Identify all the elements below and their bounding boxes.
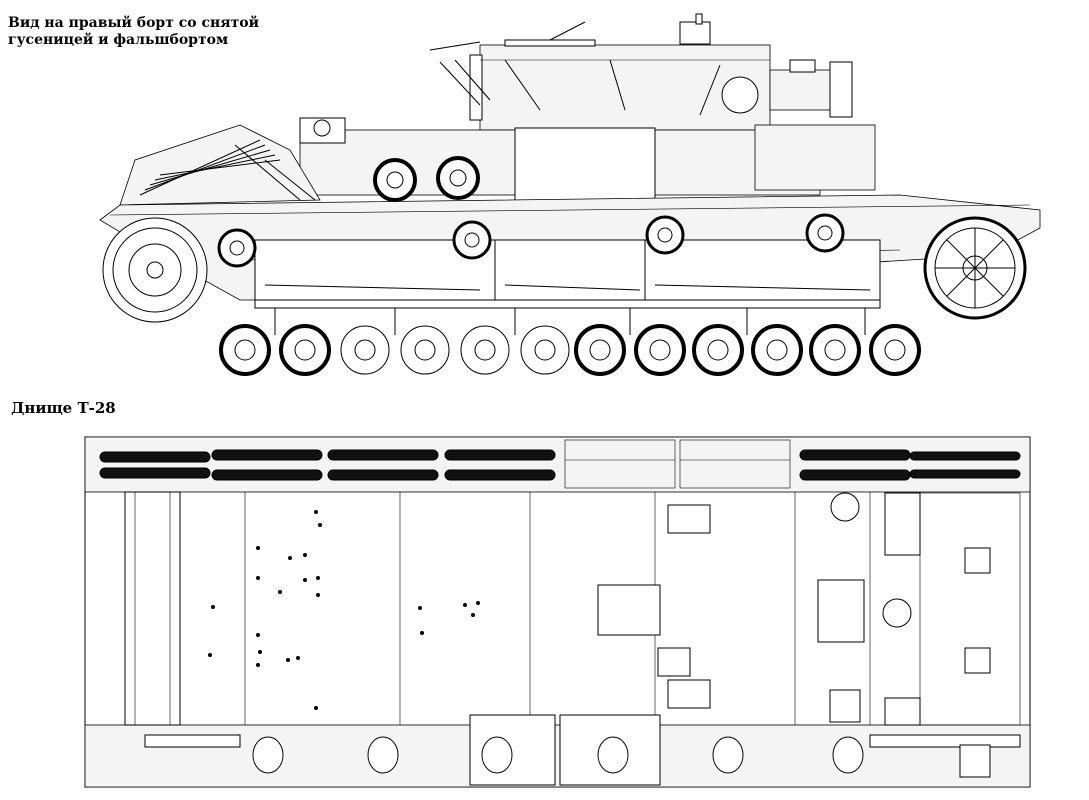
engine-deck bbox=[119, 124, 321, 206]
road-wheel bbox=[460, 325, 510, 375]
suspension-arms bbox=[274, 308, 866, 335]
idler-wheel bbox=[923, 216, 1027, 320]
main-gun-mantlet bbox=[769, 59, 853, 118]
rear-beam bbox=[124, 491, 181, 726]
access-hatches bbox=[597, 492, 1021, 726]
road-wheel bbox=[340, 325, 390, 375]
rivets bbox=[208, 510, 480, 710]
road-wheel bbox=[634, 324, 686, 376]
drive-sprocket bbox=[102, 217, 208, 323]
road-wheel bbox=[520, 325, 570, 375]
return-rollers bbox=[217, 156, 845, 268]
aerial-rail bbox=[429, 41, 481, 51]
road-wheels bbox=[219, 324, 921, 376]
bottom-view-caption: Днище Т-28 bbox=[11, 399, 116, 417]
road-wheel bbox=[574, 324, 626, 376]
suspension-frames bbox=[254, 239, 881, 309]
road-wheel bbox=[809, 324, 861, 376]
road-wheel bbox=[692, 324, 744, 376]
road-wheel bbox=[869, 324, 921, 376]
bogie-frames-bottom bbox=[564, 439, 791, 489]
lower-strip-parts bbox=[144, 714, 1021, 786]
side-view-drawing bbox=[99, 13, 1041, 376]
side-view-caption: Вид на правый борт со снятой гусеницей и… bbox=[8, 15, 260, 48]
upper-suspension-strip bbox=[84, 436, 1031, 493]
road-wheel bbox=[219, 324, 271, 376]
main-turret bbox=[469, 13, 771, 131]
bottom-view-drawing bbox=[84, 436, 1031, 788]
road-wheel bbox=[279, 324, 331, 376]
road-wheel bbox=[400, 325, 450, 375]
road-wheel bbox=[751, 324, 803, 376]
bogie-tracks bbox=[99, 449, 1021, 481]
lower-suspension-strip bbox=[84, 724, 1031, 788]
